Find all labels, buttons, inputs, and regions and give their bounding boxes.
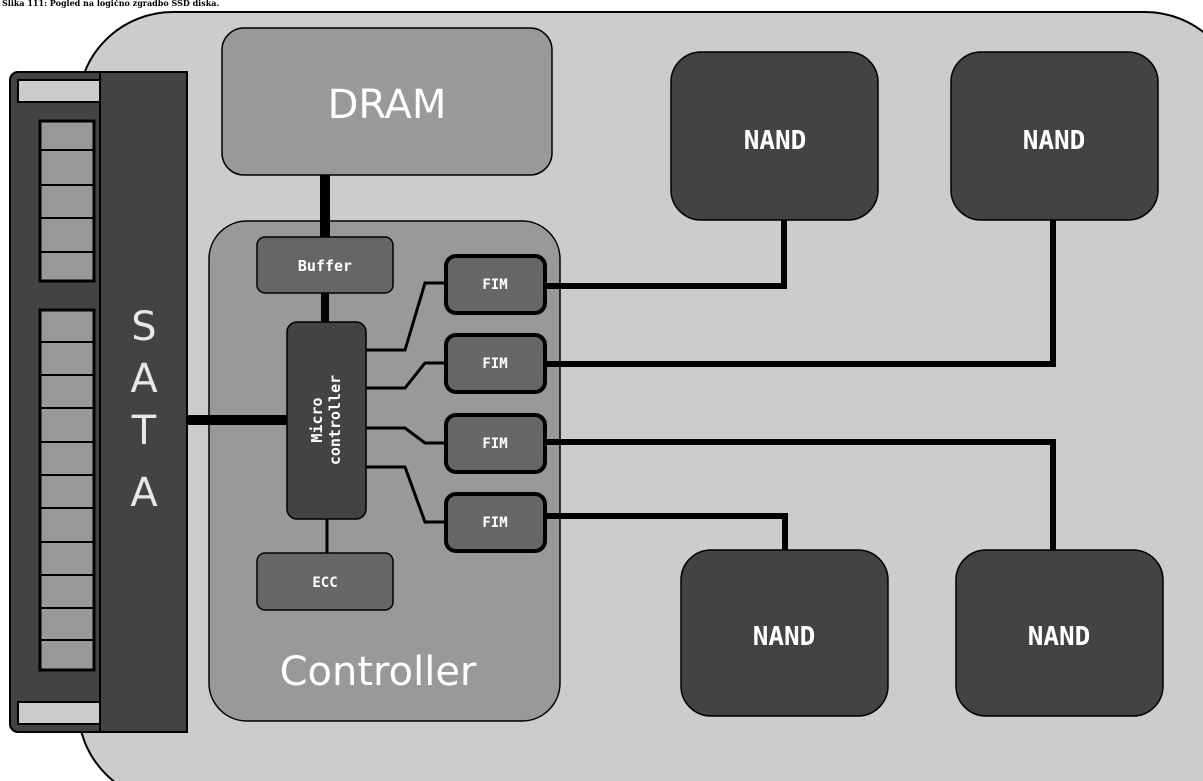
nand-chip-bottom-right — [955, 549, 1164, 717]
sata-pin-group-lower — [38, 308, 96, 672]
sata-letter-t: T — [131, 408, 157, 454]
dram-block — [221, 27, 553, 176]
buffer-label: Buffer — [298, 257, 352, 275]
fim-label-3: FIM — [482, 436, 507, 452]
sata-body — [99, 71, 188, 733]
fim-label-2: FIM — [482, 356, 507, 372]
nand-label-bottom-left: NAND — [753, 622, 816, 652]
bus-wires — [187, 175, 1056, 553]
controller-label: Controller — [280, 649, 477, 695]
nand-chip-top-left — [670, 51, 879, 221]
ecc-label: ECC — [312, 575, 337, 591]
fim-label-4: FIM — [482, 515, 507, 531]
fim-block-3 — [444, 413, 547, 474]
microcontroller-label-line2: controller — [326, 375, 344, 465]
sata-letter-a2: A — [130, 470, 158, 516]
nand-chip-bottom-left — [680, 549, 889, 717]
nand-label-bottom-right: NAND — [1028, 622, 1091, 652]
sata-letter-a1: A — [130, 356, 158, 402]
sata-letter-s: S — [131, 304, 156, 350]
microcontroller-block — [286, 321, 367, 520]
dram-label: DRAM — [328, 82, 447, 128]
figure-caption: Slika 111: Pogled na logično zgradbo SSD… — [2, 0, 219, 8]
nand-label-top-left: NAND — [744, 126, 807, 156]
sata-connector — [9, 71, 188, 733]
fim-label-1: FIM — [482, 277, 507, 293]
fim-block-1 — [444, 254, 547, 315]
nand-label-top-right: NAND — [1023, 126, 1086, 156]
ecc-block — [256, 552, 394, 611]
nand-chip-top-right — [950, 51, 1159, 221]
sata-pin-group-upper — [38, 119, 96, 283]
fim-block-2 — [444, 333, 547, 394]
buffer-block — [256, 236, 394, 294]
fim-block-4 — [444, 492, 547, 553]
microcontroller-label-line1: Micro — [308, 397, 326, 442]
